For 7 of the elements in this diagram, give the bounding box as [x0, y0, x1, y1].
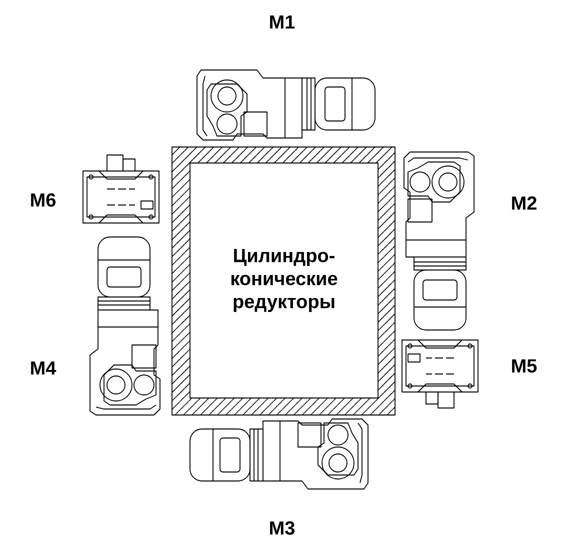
- position-label: M6: [31, 193, 56, 207]
- position-label: M3: [270, 521, 295, 535]
- position-label: M2: [512, 196, 536, 210]
- position-label: M4: [31, 361, 56, 375]
- position-label: M5: [512, 359, 537, 373]
- hatched-frame: Цилиндро- конические редукторы: [172, 146, 396, 416]
- position-label: M1: [270, 15, 295, 29]
